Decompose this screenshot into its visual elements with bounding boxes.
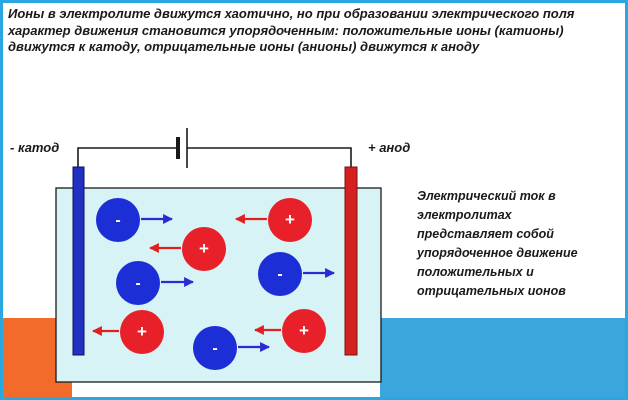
anion-circle: [96, 198, 140, 242]
battery-icon: [176, 137, 180, 159]
cathode-label: - катод: [10, 140, 60, 155]
cation-circle: [120, 310, 164, 354]
background-blue-block: [380, 318, 628, 400]
anode-electrode: [344, 166, 358, 356]
circuit-wire-right: [187, 147, 352, 168]
cation-sign: +: [137, 322, 147, 341]
side-note: Электрический ток в электролитах предста…: [417, 189, 578, 298]
cation: +: [92, 310, 164, 354]
anion-circle: [193, 326, 237, 370]
circuit-wire: [77, 147, 176, 168]
anion: -: [116, 261, 194, 305]
anion-sign: -: [135, 275, 140, 292]
intro-text: Ионы в электролите движутся хаотично, но…: [8, 6, 575, 54]
cation: +: [149, 227, 226, 271]
anode-label: + анод: [368, 140, 411, 155]
anion-circle: [116, 261, 160, 305]
anion-sign: -: [115, 212, 120, 229]
cation-sign: +: [199, 239, 209, 258]
cation-circle: [182, 227, 226, 271]
cation-circle: [282, 309, 326, 353]
cathode-electrode: [72, 166, 85, 356]
cation-sign: +: [299, 321, 309, 340]
anion-sign: -: [212, 340, 217, 357]
anion-circle: [258, 252, 302, 296]
anion: -: [96, 198, 173, 242]
anion: -: [258, 252, 335, 296]
cation: +: [235, 198, 312, 242]
anion: -: [193, 326, 270, 370]
anion-sign: -: [277, 266, 282, 283]
cation: +: [254, 309, 326, 353]
cation-circle: [268, 198, 312, 242]
cation-sign: +: [285, 210, 295, 229]
